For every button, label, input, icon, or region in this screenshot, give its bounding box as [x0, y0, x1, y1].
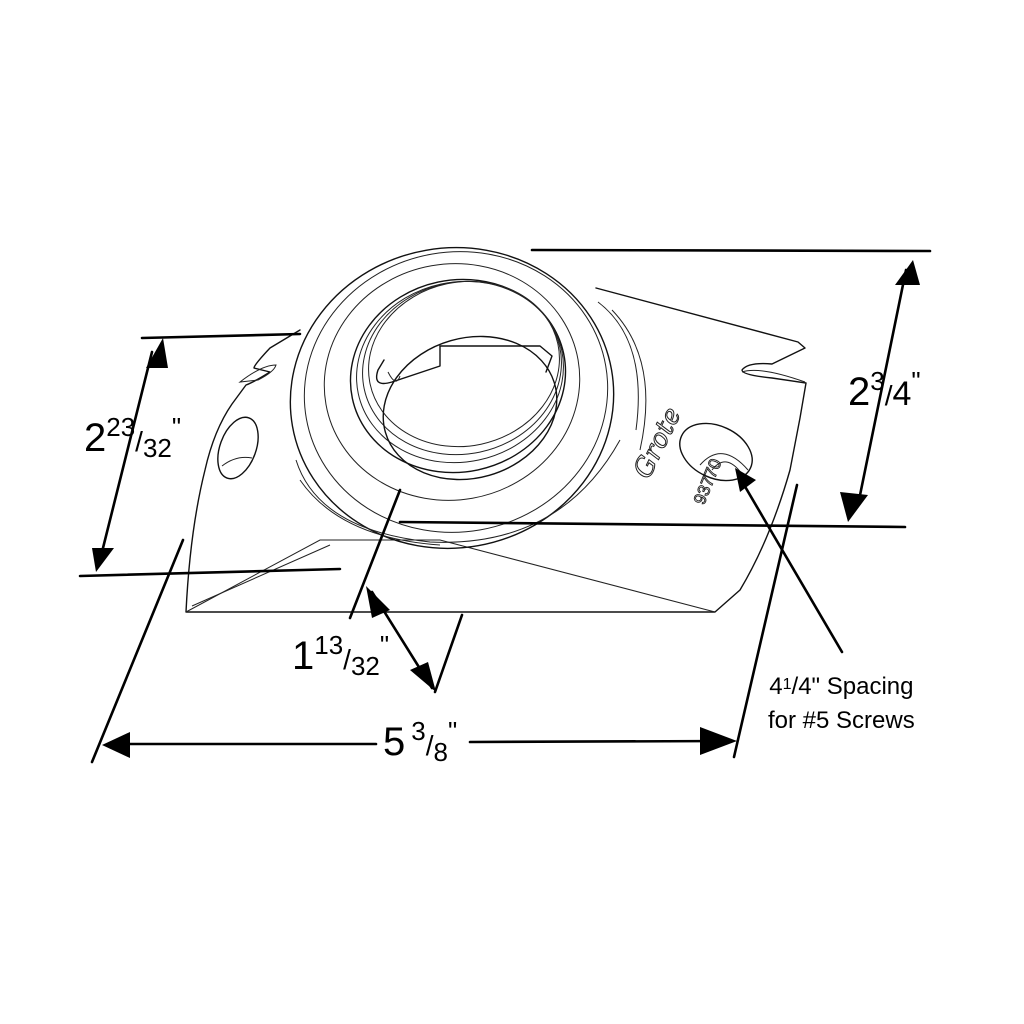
inch-mark: ": [911, 366, 921, 396]
fraction-slash: /: [343, 644, 351, 675]
dim-label-right-height: 23/4": [848, 368, 921, 414]
numerator: 23: [106, 412, 136, 442]
whole: 1: [292, 634, 315, 678]
note-text: " Spacing: [811, 673, 914, 700]
dim-label-depth: 113/32": [292, 632, 389, 679]
dim-right-height: [398, 248, 932, 529]
whole: 2: [848, 370, 871, 414]
leader-screw-spacing: [735, 468, 844, 654]
dim-left-height: [78, 332, 342, 578]
inch-mark: ": [447, 716, 458, 746]
numerator: 13: [314, 630, 344, 660]
inch-mark: ": [379, 630, 390, 660]
note-line-2: for #5 Screws: [768, 707, 915, 734]
fraction-slash: /: [884, 380, 893, 411]
numerator: 3: [411, 716, 426, 746]
fraction-slash: /: [791, 673, 799, 700]
grommet-ring: [289, 246, 647, 550]
inch-mark: ": [171, 412, 182, 442]
numerator: 3: [870, 366, 885, 396]
whole: 5: [383, 720, 406, 764]
note-line-1: 41/4" Spacing: [768, 670, 915, 704]
denominator: 32: [142, 433, 172, 463]
dim-width: [90, 483, 799, 764]
dim-label-left-height: 223/32": [84, 414, 181, 461]
denominator: 4: [892, 375, 912, 413]
fraction-slash: /: [425, 730, 434, 761]
whole: 4: [769, 673, 783, 700]
flange-plate: [185, 287, 807, 613]
fraction-slash: /: [135, 426, 143, 457]
denominator: 8: [433, 737, 448, 767]
denominator: 32: [350, 651, 380, 681]
denominator: 4: [798, 673, 812, 700]
screw-spacing-note: 41/4" Spacing for #5 Screws: [768, 670, 915, 738]
whole: 2: [84, 416, 107, 460]
numerator: 1: [782, 676, 792, 693]
dim-depth: [348, 488, 464, 694]
